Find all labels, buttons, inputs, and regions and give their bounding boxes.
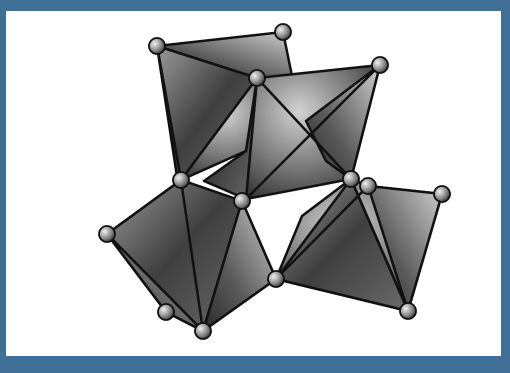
polyhedra-illustration: [6, 11, 501, 356]
atom: [400, 303, 416, 319]
atom: [173, 172, 189, 188]
figure-panel: [6, 11, 501, 356]
atom: [234, 193, 250, 209]
atom: [360, 178, 376, 194]
atom: [158, 304, 174, 320]
octahedron-bottom-right: [276, 179, 442, 311]
atom: [434, 186, 450, 202]
atom: [343, 171, 359, 187]
atom: [249, 70, 265, 86]
atom: [99, 226, 115, 242]
atom: [195, 323, 211, 339]
atom: [275, 24, 291, 40]
atom: [268, 271, 284, 287]
atom: [372, 57, 388, 73]
atom: [149, 38, 165, 54]
